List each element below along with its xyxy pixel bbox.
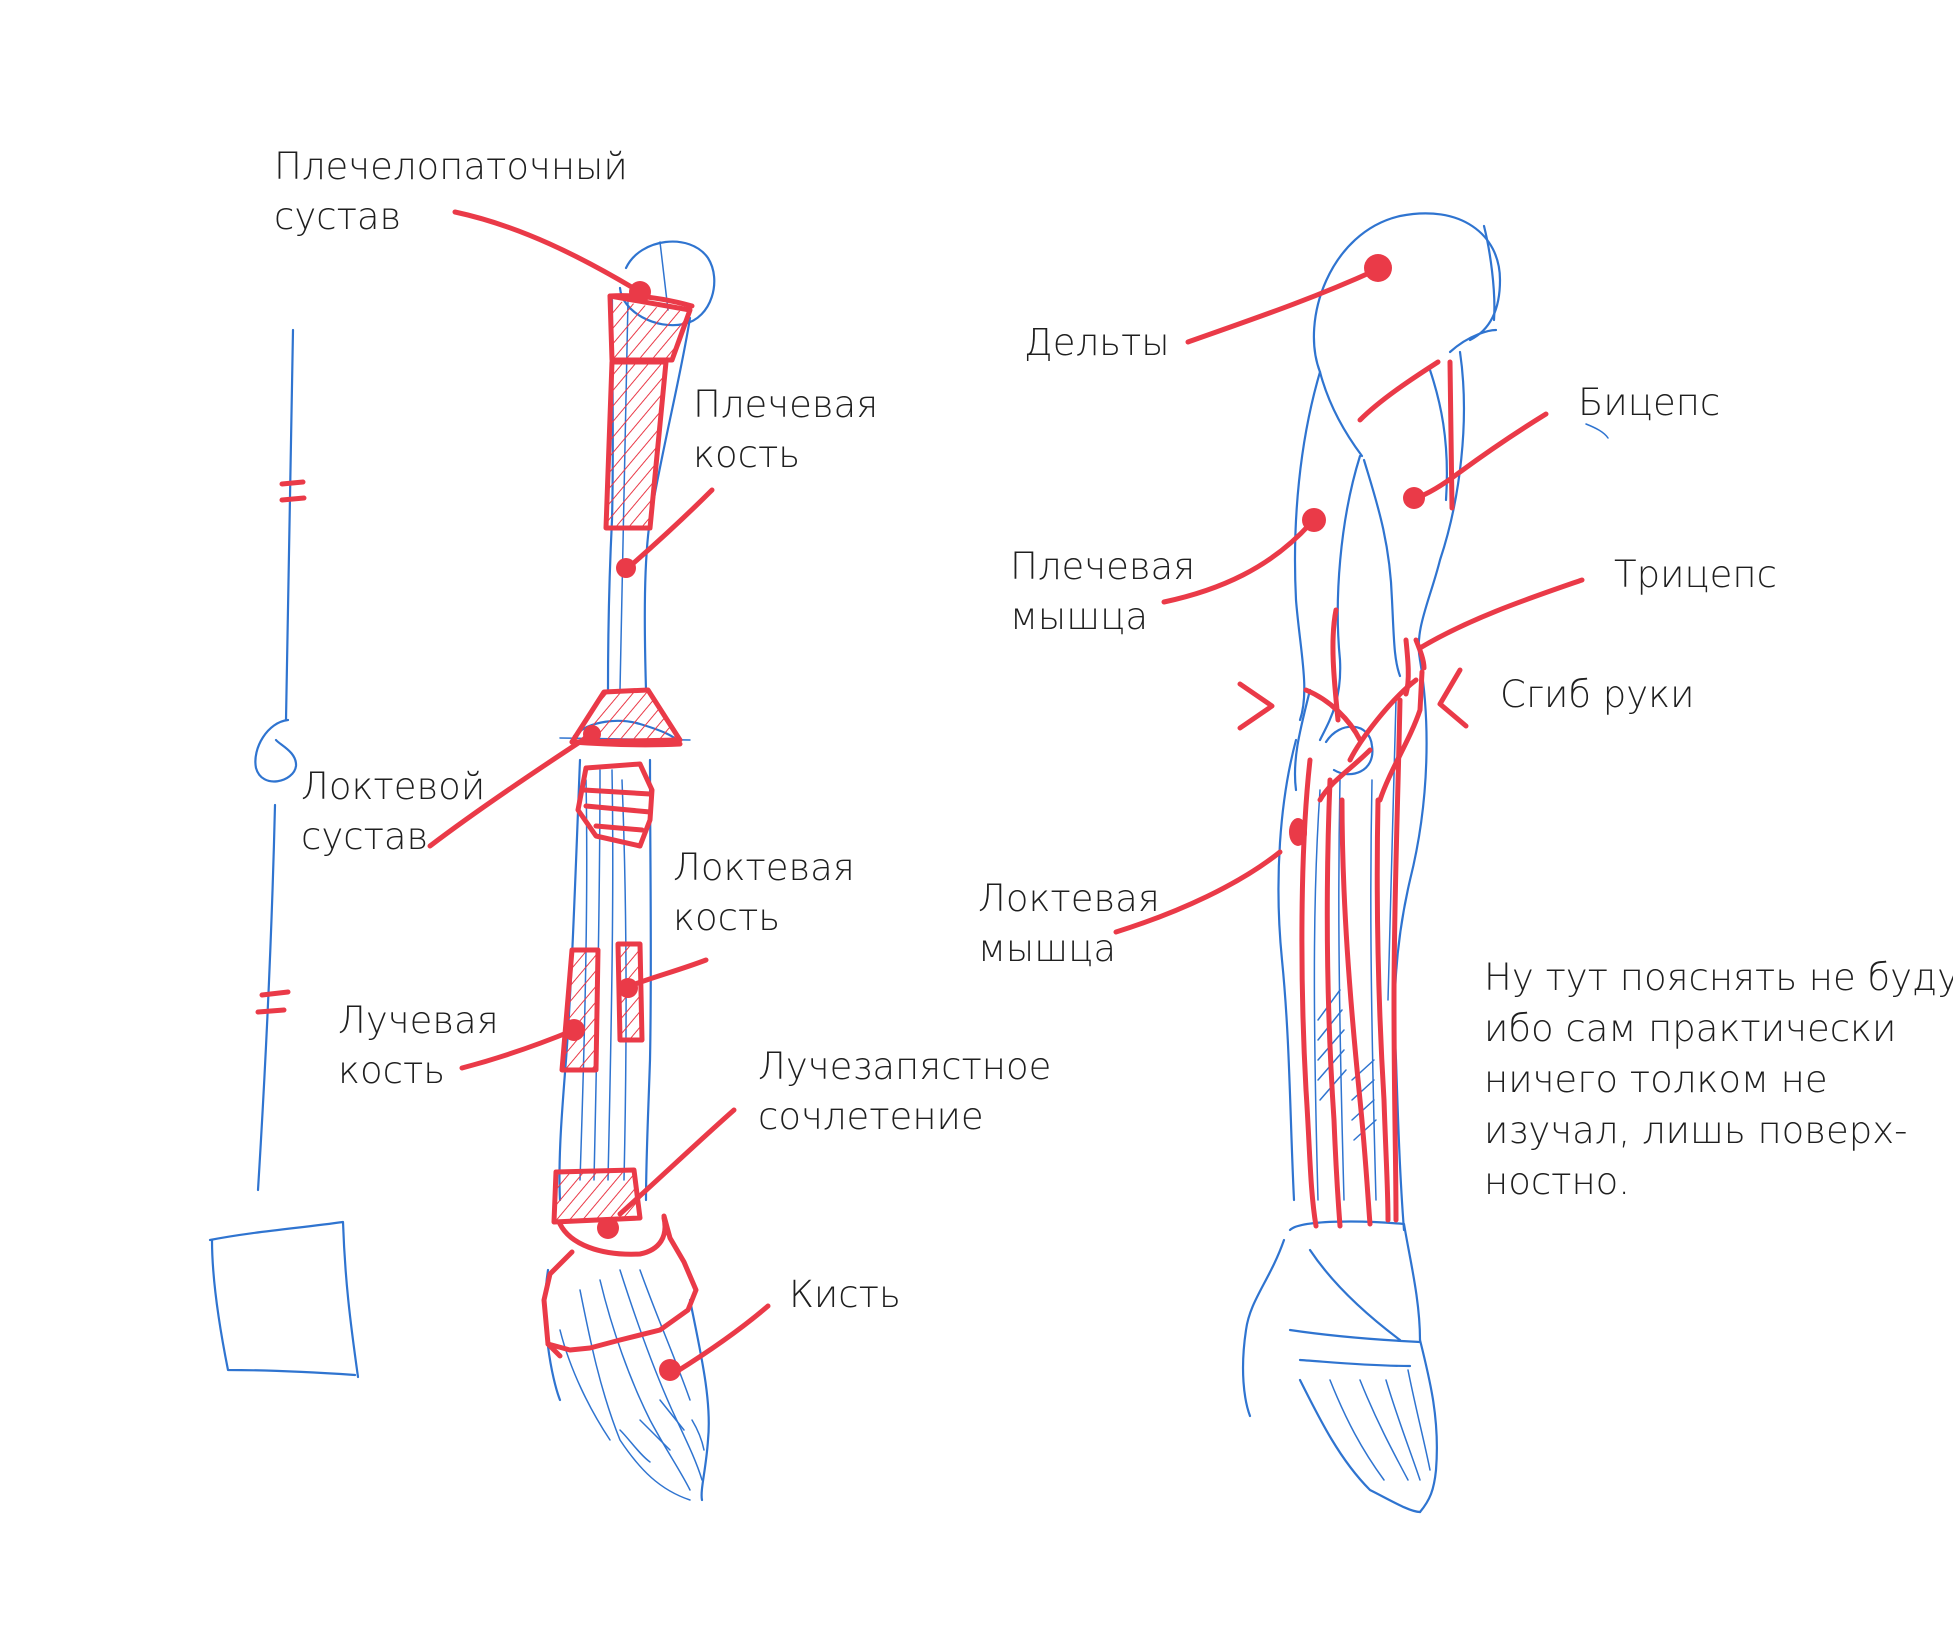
label-biceps: Бицепс xyxy=(1578,381,1721,424)
label-line: Локтевая xyxy=(978,877,1160,920)
label-ulna: Локтевая кость xyxy=(673,843,855,943)
label-line: сочлетение xyxy=(758,1095,984,1138)
label-line: Локтевой xyxy=(301,765,486,808)
note-line: ничего толком не xyxy=(1484,1058,1828,1101)
note-line: Ну тут пояснять не буду, xyxy=(1484,956,1953,999)
label-elbow-joint: Локтевой сустав xyxy=(301,762,485,862)
note-line: ностно. xyxy=(1484,1160,1631,1203)
label-brachialis: Плечевая мышца xyxy=(1010,542,1195,642)
label-line: Плечелопаточный xyxy=(274,145,628,188)
label-line: Плечевая xyxy=(693,383,879,426)
label-shoulder-joint: Плечелопаточный сустав xyxy=(274,142,628,242)
note-line: ибо сам практически xyxy=(1484,1007,1897,1050)
label-line: Локтевая xyxy=(673,846,855,889)
label-deltoid: Дельты xyxy=(1024,321,1170,364)
note-line: изучал, лишь поверх- xyxy=(1484,1109,1908,1152)
label-line: Лучезапястное xyxy=(758,1045,1052,1088)
label-line: сустав xyxy=(301,815,429,858)
muscle-arm xyxy=(1237,212,1502,1514)
skeleton-pointers xyxy=(427,209,771,1381)
muscle-pointers xyxy=(1113,254,1585,935)
label-line: кость xyxy=(338,1049,446,1092)
author-note: Ну тут пояснять не буду, ибо сам практич… xyxy=(1484,952,1953,1207)
label-line: кость xyxy=(673,896,781,939)
label-line: Плечевая xyxy=(1010,545,1196,588)
proportion-guide xyxy=(208,328,360,1379)
label-triceps: Трицепс xyxy=(1614,553,1777,596)
label-hand: Кисть xyxy=(789,1273,901,1316)
label-line: мышца xyxy=(978,927,1116,970)
label-radius: Лучевая кость xyxy=(338,996,499,1096)
label-humerus: Плечевая кость xyxy=(693,380,878,480)
skeleton-arm xyxy=(541,240,716,1502)
label-wrist-joint: Лучезапястное сочлетение xyxy=(758,1042,1051,1142)
label-elbow-bend: Сгиб руки xyxy=(1500,673,1695,716)
stray-stroke xyxy=(1585,423,1609,439)
label-line: сустав xyxy=(274,195,402,238)
label-line: кость xyxy=(693,433,801,476)
label-anconeus: Локтевая мышца xyxy=(978,874,1160,974)
label-line: Лучевая xyxy=(338,999,499,1042)
label-line: мышца xyxy=(1010,595,1148,638)
